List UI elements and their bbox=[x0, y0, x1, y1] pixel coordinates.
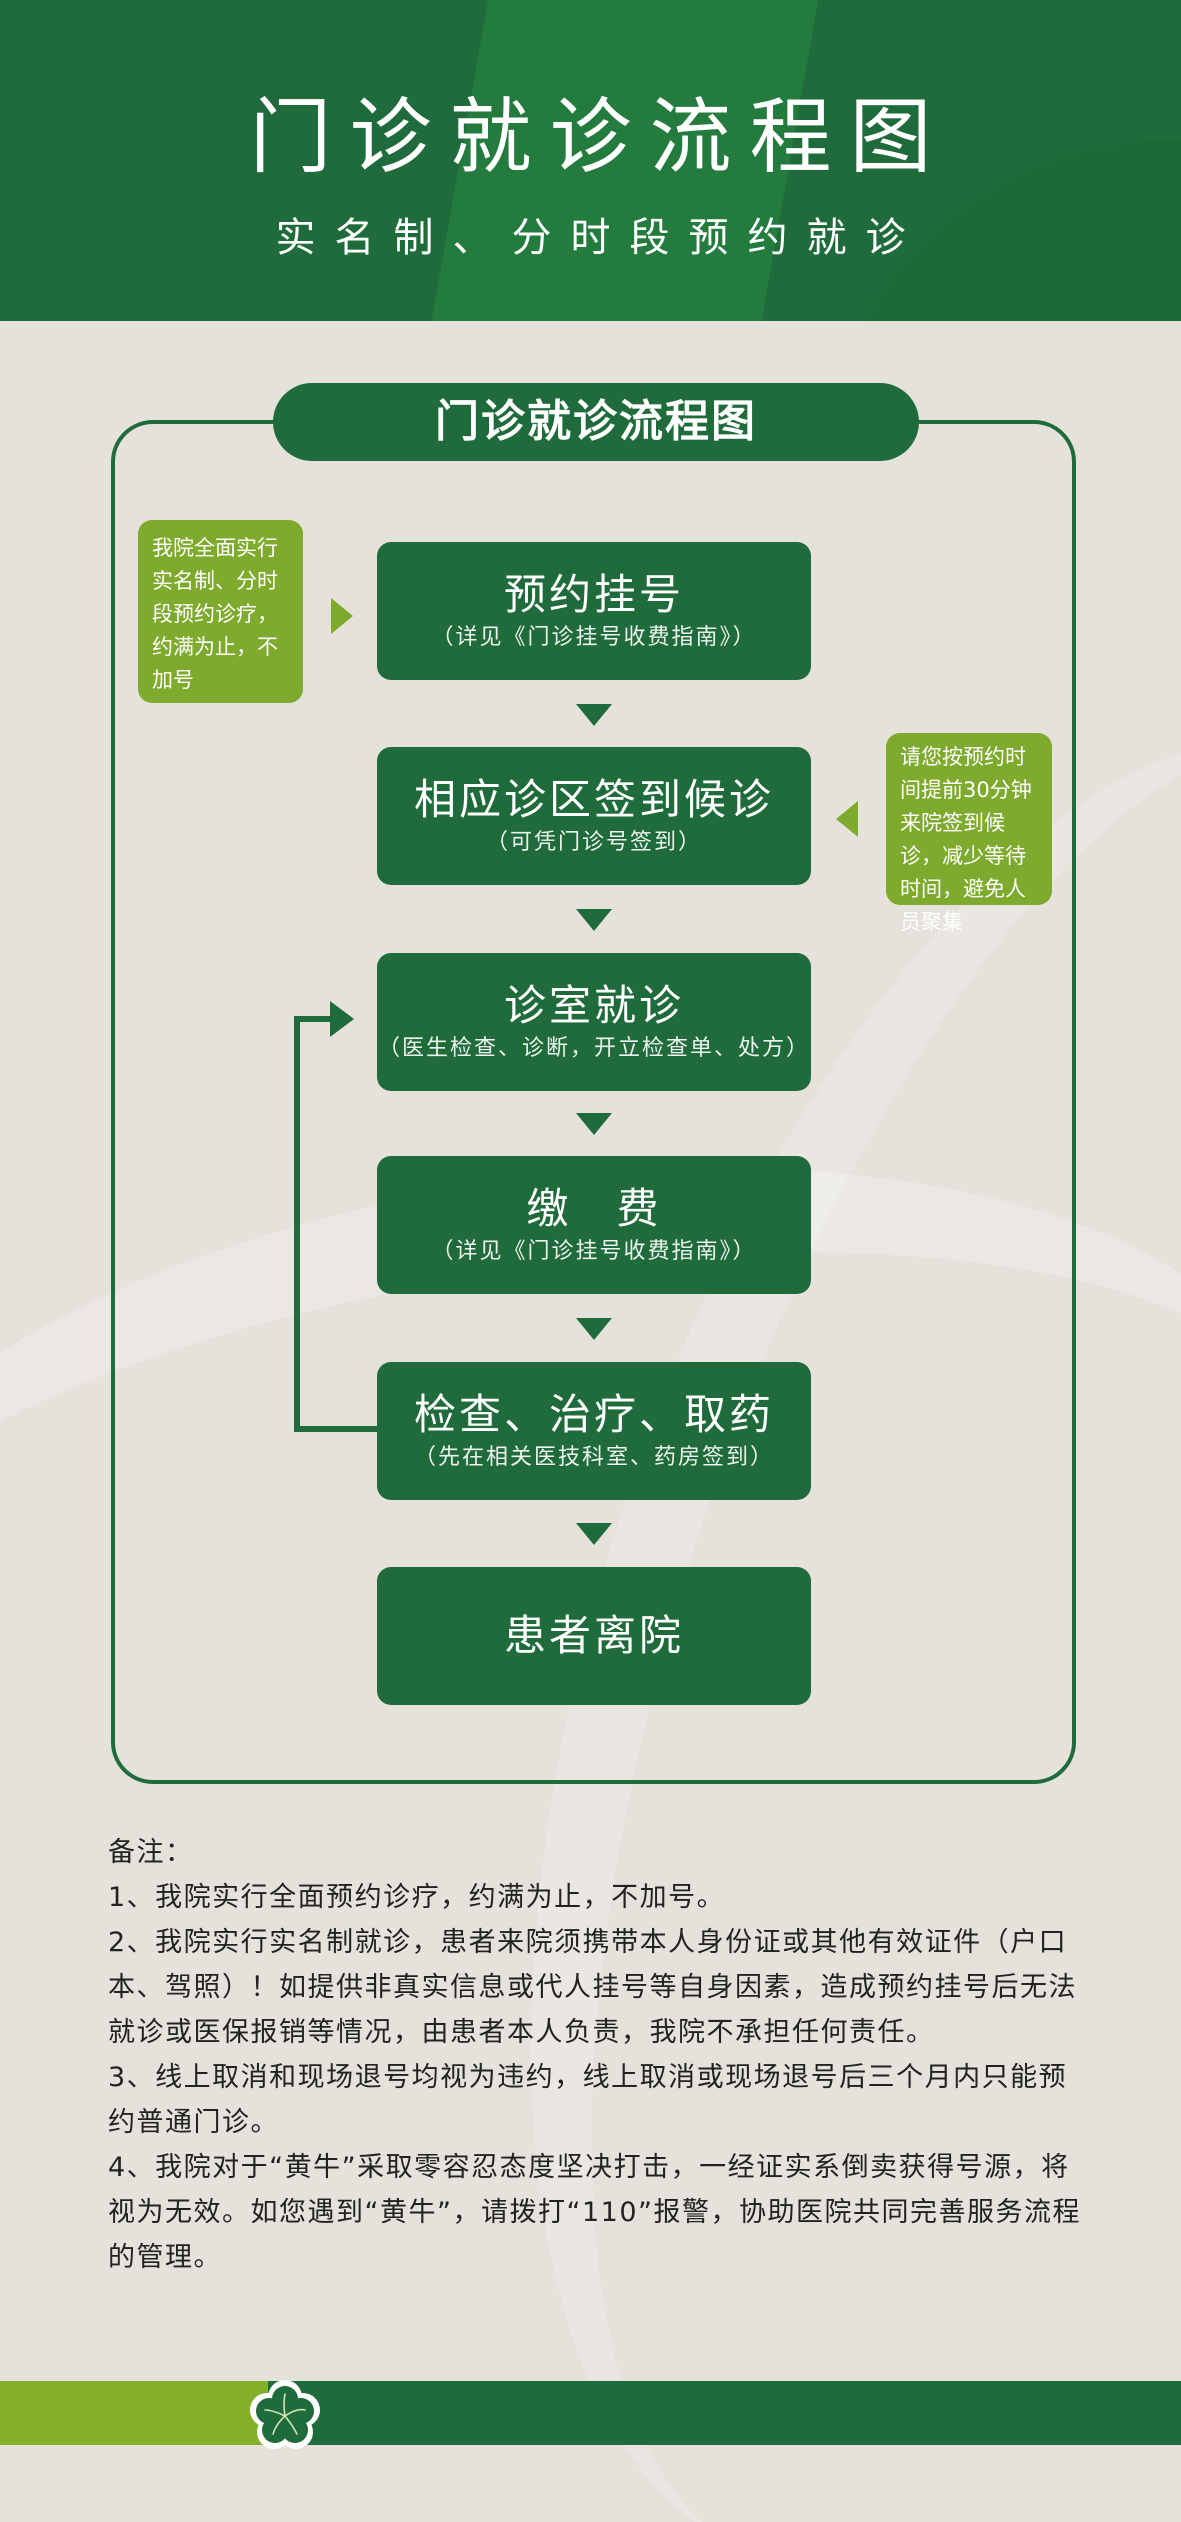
arrow-right-icon bbox=[331, 598, 353, 634]
arrow-down-icon bbox=[576, 1113, 612, 1135]
arrow-left-icon bbox=[836, 801, 858, 837]
remark-item: 1、我院实行全面预约诊疗，约满为止，不加号。 bbox=[108, 1882, 726, 1913]
arrow-down-icon bbox=[576, 1318, 612, 1340]
step-consultation: 诊室就诊 （医生检查、诊断，开立检查单、处方） bbox=[377, 953, 811, 1091]
footer-band bbox=[0, 2381, 268, 2445]
step-title: 预约挂号 bbox=[503, 570, 684, 619]
step-title: 相应诊区签到候诊 bbox=[413, 775, 774, 824]
arrow-down-icon bbox=[576, 1523, 612, 1545]
step-title: 诊室就诊 bbox=[503, 981, 684, 1030]
arrow-right-icon bbox=[330, 1001, 354, 1037]
remark-item: 4、我院对于“黄牛”采取零容忍态度坚决打击，一经证实系倒卖获得号源，将视为无效。… bbox=[108, 2152, 1081, 2273]
header-banner: 门诊就诊流程图 实名制、分时段预约就诊 bbox=[0, 0, 1181, 321]
loop-connector bbox=[294, 1426, 378, 1432]
step-appointment: 预约挂号 （详见《门诊挂号收费指南》） bbox=[377, 542, 811, 680]
step-subtitle: （医生检查、诊断，开立检查单、处方） bbox=[377, 1036, 810, 1061]
step-title: 检查、治疗、取药 bbox=[413, 1390, 774, 1439]
step-check-in: 相应诊区签到候诊 （可凭门诊号签到） bbox=[377, 747, 811, 885]
loop-connector bbox=[294, 1016, 334, 1022]
note-right: 请您按预约时间提前30分钟来院签到候诊，减少等待时间，避免人员聚集 bbox=[886, 733, 1052, 934]
note-left: 我院全面实行实名制、分时段预约诊疗，约满为止，不加号 bbox=[138, 520, 303, 703]
arrow-down-icon bbox=[576, 909, 612, 931]
remarks-section: 备注： 1、我院实行全面预约诊疗，约满为止，不加号。 2、我院实行实名制就诊，患… bbox=[108, 1830, 1093, 2280]
step-discharge: 患者离院 bbox=[377, 1567, 811, 1705]
flowchart-title: 门诊就诊流程图 bbox=[273, 383, 919, 461]
step-exam-treatment: 检查、治疗、取药 （先在相关医技科室、药房签到） bbox=[377, 1362, 811, 1500]
page-title: 门诊就诊流程图 bbox=[249, 90, 950, 185]
remark-item: 3、线上取消和现场退号均视为违约，线上取消或现场退号后三个月内只能预约普通门诊。 bbox=[108, 2062, 1068, 2138]
step-payment: 缴 费 （详见《门诊挂号收费指南》） bbox=[377, 1156, 811, 1294]
hospital-logo-icon bbox=[250, 2380, 320, 2449]
step-subtitle: （详见《门诊挂号收费指南》） bbox=[431, 1239, 757, 1264]
step-title: 缴 费 bbox=[526, 1184, 662, 1233]
step-subtitle: （详见《门诊挂号收费指南》） bbox=[431, 625, 757, 650]
remarks-heading: 备注： bbox=[108, 1837, 194, 1868]
footer-band bbox=[268, 2381, 1181, 2445]
step-subtitle: （先在相关医技科室、药房签到） bbox=[413, 1445, 774, 1470]
page-subtitle: 实名制、分时段预约就诊 bbox=[275, 215, 925, 261]
step-title: 患者离院 bbox=[503, 1611, 684, 1660]
step-subtitle: （可凭门诊号签到） bbox=[485, 830, 702, 855]
loop-connector bbox=[294, 1016, 300, 1432]
remark-item: 2、我院实行实名制就诊，患者来院须携带本人身份证或其他有效证件（户口本、驾照）！… bbox=[108, 1927, 1077, 2048]
arrow-down-icon bbox=[576, 704, 612, 726]
